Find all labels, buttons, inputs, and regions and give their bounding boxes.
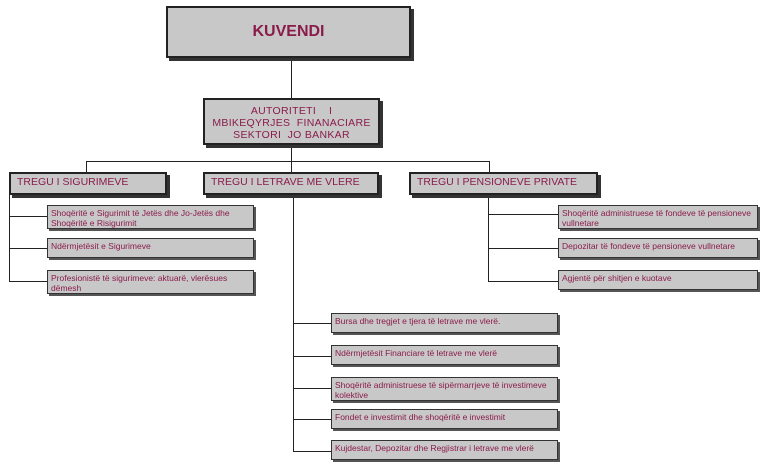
authority-line-1: AUTORITETI I — [250, 105, 333, 117]
leaf-node: Agjentë për shitjen e kuotave — [558, 270, 758, 290]
root-node: KUVENDI — [166, 6, 411, 58]
leaf-label: Fondet e investimit dhe shoqëritë e inve… — [335, 412, 506, 422]
connector-branch-2-tick — [293, 323, 331, 324]
root-label: KUVENDI — [252, 23, 325, 40]
leaf-node: Shoqëritë administruese të fondeve të pe… — [558, 205, 758, 229]
leaf-label: Shoqëritë administruese të fondeve të pe… — [562, 208, 752, 228]
connector-branch-3-tick — [488, 248, 558, 249]
leaf-node: Depozitar të fondeve të pensioneve vulln… — [558, 238, 758, 258]
connector-branch-1-tick — [9, 216, 47, 217]
branch-title: TREGU I LETRAVE ME VLERE — [211, 176, 360, 188]
leaf-label: Kujdestar, Depozitar dhe Regjistrar i le… — [335, 443, 534, 453]
connector-branch-1-tick — [9, 281, 47, 282]
connector-branch-3-drop — [489, 161, 490, 173]
connector-branch-2-tick — [293, 388, 331, 389]
connector-branch-3-spine — [488, 195, 489, 282]
leaf-label: Agjentë për shitjen e kuotave — [562, 273, 672, 283]
leaf-label: Depozitar të fondeve të pensioneve vulln… — [562, 241, 735, 251]
authority-line-2: MBIKEQYRJES FINANACIARE — [212, 117, 371, 129]
authority-line-3: SEKTORI JO BANKAR — [233, 129, 350, 141]
leaf-node: Bursa dhe tregjet e tjera të letrave me … — [331, 313, 558, 333]
connector-branch-1-spine — [9, 194, 10, 282]
branch-header-securities: TREGU I LETRAVE ME VLERE — [203, 172, 379, 195]
connector-authority-bus — [291, 145, 292, 162]
connector-horizontal-bus — [86, 161, 490, 162]
leaf-label: Shoqëritë e Sigurimit të Jetës dhe Jo-Je… — [51, 208, 230, 228]
leaf-node: Fondet e investimit dhe shoqëritë e inve… — [331, 409, 558, 429]
leaf-node: Ndërmjetësit Financiare të letrave me vl… — [331, 345, 558, 365]
branch-title: TREGU I PENSIONEVE PRIVATE — [417, 176, 578, 188]
branch-header-pensions: TREGU I PENSIONEVE PRIVATE — [409, 172, 598, 195]
connector-root-authority — [291, 58, 292, 98]
branch-title: TREGU I SIGURIMEVE — [17, 176, 129, 188]
leaf-node: Ndërmjetësit e Sigurimeve — [47, 238, 254, 258]
connector-branch-2-tick — [293, 451, 331, 452]
leaf-label: Ndërmjetësit e Sigurimeve — [51, 241, 151, 251]
leaf-label: Ndërmjetësit Financiare të letrave me vl… — [335, 348, 498, 358]
leaf-node: Profesionistë të sigurimeve: aktuarë, vl… — [47, 270, 254, 294]
connector-branch-3-tick — [488, 214, 558, 215]
leaf-node: Shoqëritë administruese të sipërmarrjeve… — [331, 377, 558, 401]
authority-node: AUTORITETI I MBIKEQYRJES FINANACIARE SEK… — [203, 98, 380, 145]
leaf-node: Shoqëritë e Sigurimit të Jetës dhe Jo-Je… — [47, 205, 254, 229]
leaf-label: Bursa dhe tregjet e tjera të letrave me … — [335, 316, 501, 326]
leaf-label: Shoqëritë administruese të sipërmarrjeve… — [335, 380, 547, 400]
leaf-label: Profesionistë të sigurimeve: aktuarë, vl… — [51, 273, 228, 293]
connector-branch-1-drop — [86, 161, 87, 173]
connector-branch-3-tick — [488, 281, 558, 282]
connector-branch-1-tick — [9, 248, 47, 249]
leaf-node: Kujdestar, Depozitar dhe Regjistrar i le… — [331, 440, 558, 460]
branch-header-insurance: TREGU I SIGURIMEVE — [9, 172, 167, 195]
connector-branch-2-tick — [293, 356, 331, 357]
connector-branch-2-drop — [291, 161, 292, 173]
connector-branch-2-tick — [293, 419, 331, 420]
